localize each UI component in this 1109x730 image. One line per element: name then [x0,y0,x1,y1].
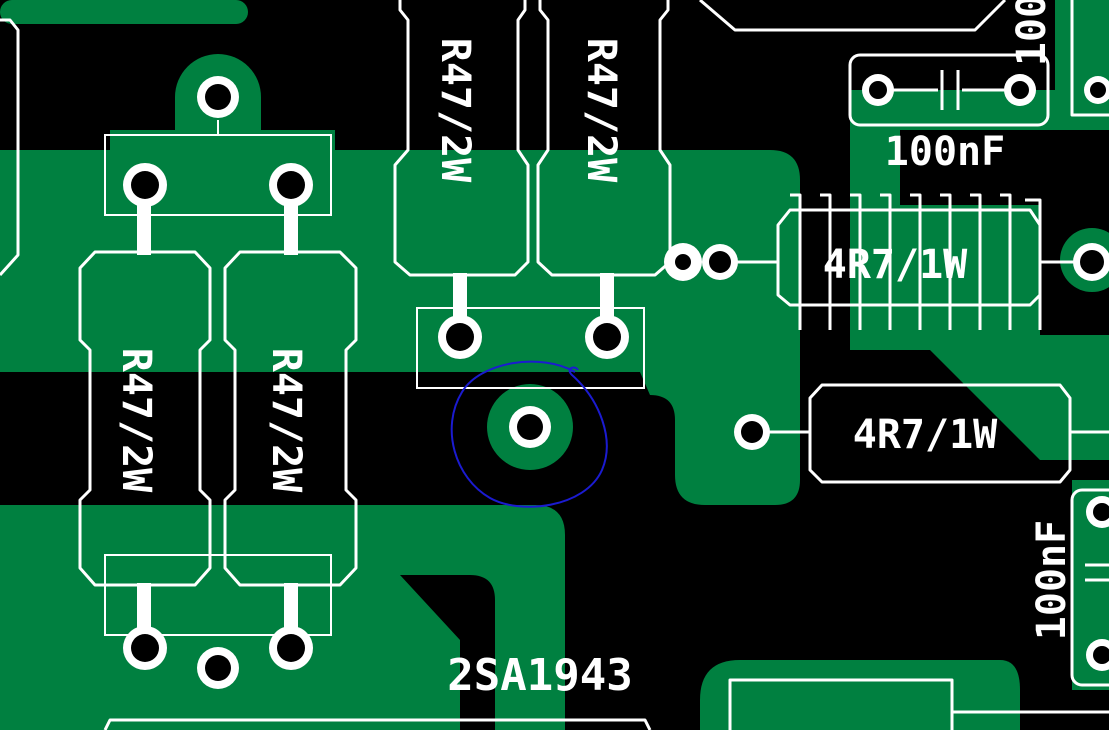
pad-r6-left[interactable] [734,414,770,450]
label-r2: R47/2W [263,348,309,493]
pad-r5-right[interactable] [1073,243,1109,281]
pad-r1-top[interactable] [123,163,167,207]
label-q1: 2SA1943 [447,650,632,701]
pad-circled-center[interactable] [509,406,551,448]
pad-mount-top[interactable] [197,76,239,118]
label-edge-fragment: 100 [1009,0,1055,66]
label-r4: R47/2W [578,38,624,183]
pad-c2-bottom[interactable] [1086,639,1109,671]
mount-frame-center [416,307,645,389]
pad-c1-right[interactable] [1004,74,1036,106]
capacitor-c1-outline [848,53,1050,127]
mount-frame-bottom [104,554,332,636]
label-c1: 100nF [885,129,1005,175]
pad-top-right-edge[interactable] [1084,76,1109,104]
pad-r2-bottom[interactable] [269,626,313,670]
pad-r2-top[interactable] [269,163,313,207]
pad-c2-top[interactable] [1086,496,1109,528]
label-r3: R47/2W [432,38,478,183]
pad-mount-bottom[interactable] [197,647,239,689]
pad-via-left[interactable] [664,243,702,281]
pad-r3-bottom[interactable] [438,315,482,359]
annotation-circle [450,360,608,508]
pad-r1-bottom[interactable] [123,626,167,670]
resistor-r1-outline [78,250,212,587]
label-r1: R47/2W [113,348,159,493]
pad-r5-left[interactable] [702,244,738,280]
capacitor-c2-outline [1070,488,1109,687]
transistor-q1-outline [103,718,652,730]
label-c2: 100nF [1029,520,1075,640]
pads-layer [123,74,1109,689]
labels-layer: R47/2W R47/2W R47/2W R47/2W 4R7/1W 4R7/1… [113,0,1075,701]
pad-r4-bottom[interactable] [585,315,629,359]
label-r5: 4R7/1W [823,242,968,288]
label-r6: 4R7/1W [853,412,998,458]
resistor-r6-outline [808,383,1072,484]
resistor-r2-outline [223,250,358,587]
pad-c1-left[interactable] [862,74,894,106]
